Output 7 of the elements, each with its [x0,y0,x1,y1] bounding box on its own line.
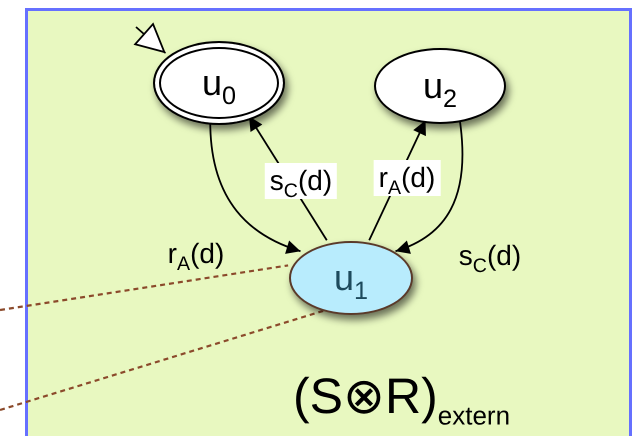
accepting-state [153,41,285,125]
dashed-line [0,264,288,312]
state-ellipse [289,241,413,315]
edge-label: r$_{A}$(d) [374,160,440,196]
process-panel [25,8,632,436]
edge-label: s$_{C}$(d) [264,163,338,199]
initial-arrow [134,23,166,54]
